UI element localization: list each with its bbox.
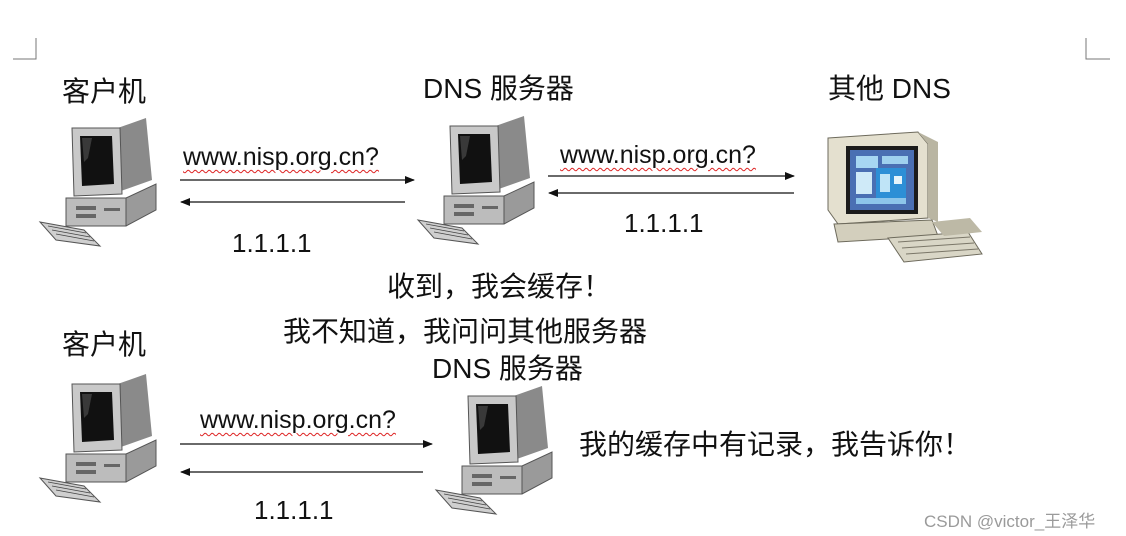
- other-dns-label: 其他 DNS: [828, 73, 951, 104]
- query-url-2: www.nisp.org.cn?: [200, 406, 396, 434]
- dns-server-label: DNS 服务器: [423, 73, 574, 104]
- reply-ip-left: 1.1.1.1: [232, 228, 312, 258]
- dns-server-computer-icon-2: [435, 385, 553, 515]
- client-computer-icon-2: [39, 373, 157, 503]
- cache-received-note: 收到，我会缓存！: [387, 270, 612, 303]
- dns-server-label-2: DNS 服务器: [432, 353, 583, 384]
- page-corner-marks: [13, 38, 1110, 60]
- query-url-left: www.nisp.org.cn?: [183, 143, 379, 171]
- client-computer-icon: [39, 117, 157, 247]
- reply-ip-right: 1.1.1.1: [624, 208, 704, 238]
- watermark: CSDN @victor_王泽华: [924, 512, 1096, 531]
- reply-ip-2: 1.1.1.1: [254, 495, 334, 525]
- ask-other-servers-note: 我不知道，我问问其他服务器: [283, 315, 648, 348]
- query-url-right: www.nisp.org.cn?: [560, 141, 756, 169]
- cache-hit-note: 我的缓存中有记录，我告诉你！: [579, 428, 972, 461]
- client-label-2: 客户机: [62, 328, 147, 361]
- other-dns-computer-icon: [827, 131, 983, 263]
- client-label: 客户机: [62, 75, 147, 108]
- dns-server-computer-icon: [417, 115, 535, 245]
